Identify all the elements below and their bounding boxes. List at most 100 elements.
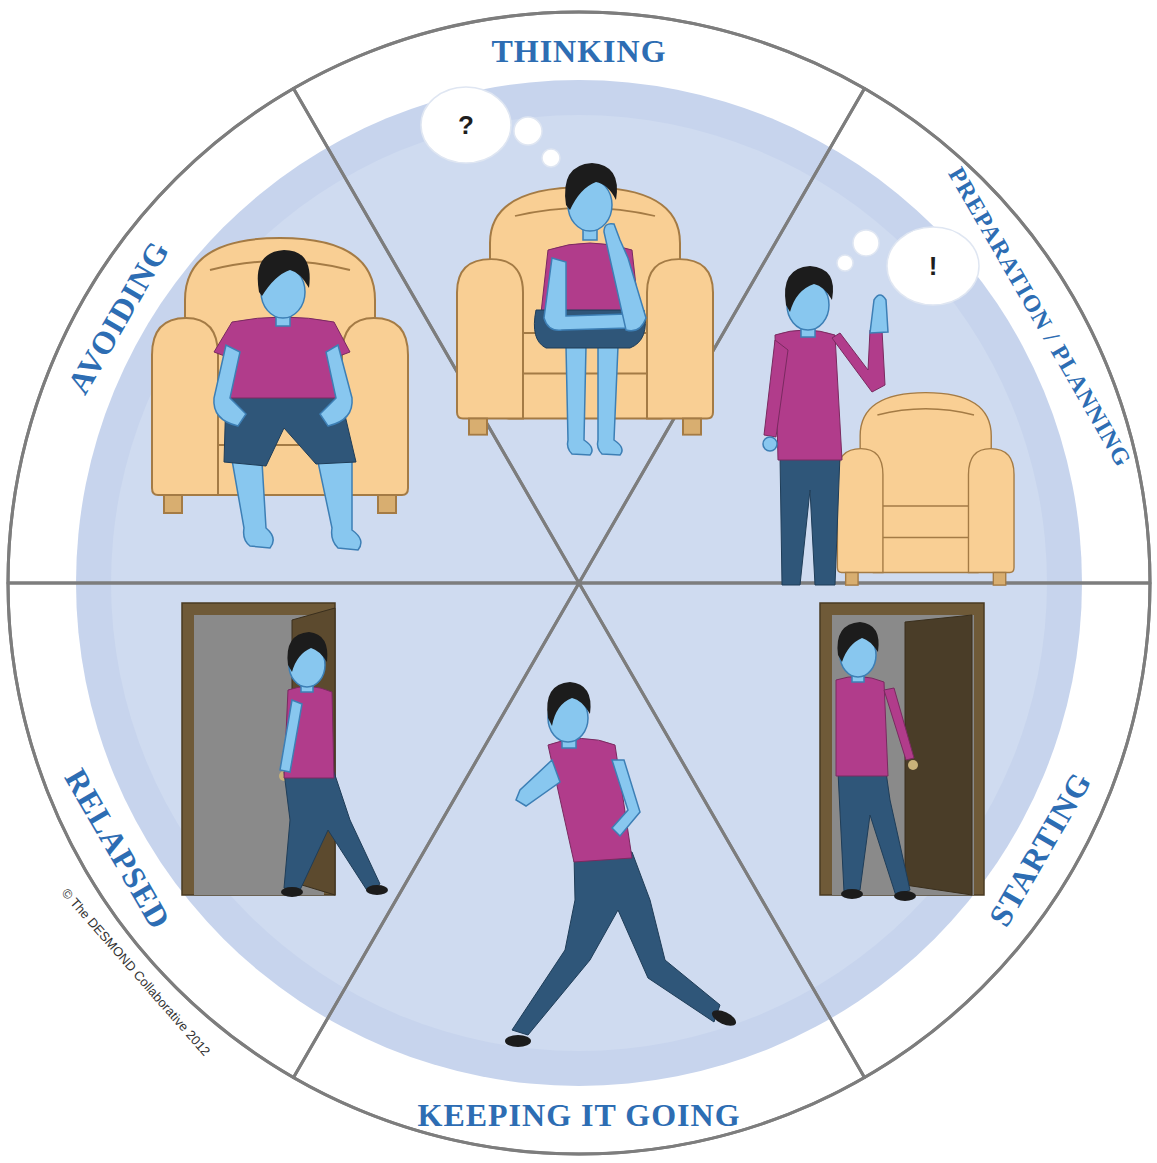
running-figure-part: [548, 739, 632, 863]
sector-shape: [294, 12, 865, 583]
running-figure-part-part: [548, 694, 588, 742]
thinking-figure: [457, 117, 713, 455]
thought-bubble: ?: [420, 86, 512, 164]
stage-label: AVOIDING: [62, 235, 175, 399]
planning-figure-part: [780, 455, 840, 585]
bubble-shape: [421, 87, 511, 163]
armchair: [837, 393, 1014, 585]
relapsed-figure-part: [287, 632, 327, 672]
thinking-figure-part: [566, 346, 622, 455]
avoiding-figure-part-part: [232, 460, 273, 548]
relapsed-figure-part: [284, 772, 380, 892]
thinking-figure-part-part: [568, 179, 612, 231]
avoiding-figure-part-part: [214, 345, 246, 426]
planning-figure-part: [763, 280, 888, 451]
bubble-outline: [886, 226, 980, 306]
running-figure-part: [547, 682, 590, 726]
avoiding-figure-part: [214, 317, 350, 398]
planning-figure-part-part: [787, 280, 829, 330]
thinking-figure-part-part: [544, 258, 628, 330]
thinking-figure-part-part: [566, 346, 592, 455]
avoiding-figure-part: [258, 250, 310, 296]
starting-figure-part: [894, 891, 916, 901]
planning-figure-part: [775, 330, 842, 460]
starting-figure-part: [884, 688, 914, 760]
relapsed-figure-part: [366, 885, 388, 895]
door-frame: [182, 603, 335, 895]
thinking-figure-part: [542, 149, 560, 167]
running-figure-part-part: [516, 760, 560, 806]
avoiding-figure-part-part: [318, 460, 361, 550]
starting-figure-part: [838, 772, 910, 896]
running-figure-part: [516, 694, 640, 836]
thinking-figure-part-part: [604, 224, 646, 331]
starting-figure-part-part: [852, 672, 864, 682]
thinking-figure-part-part: [583, 226, 597, 240]
stage-label: PREPARATION / PLANNING: [944, 163, 1135, 470]
avoiding-figure-part-part: [261, 266, 305, 318]
planning-figure: [763, 230, 1014, 585]
outer-circle: [8, 12, 1150, 1154]
avoiding-figure-part: [214, 266, 352, 426]
running-figure-part: [505, 1035, 531, 1047]
sector-shape: [579, 88, 1150, 583]
door-leaf: [905, 615, 972, 895]
stage-label: RELAPSED: [60, 764, 177, 935]
thinking-figure-part: [540, 243, 640, 322]
doorway: [194, 615, 324, 895]
thinking-figure-part: [565, 163, 617, 210]
inner-disk: [76, 80, 1082, 1086]
thinking-figure-part: [514, 117, 542, 145]
relapsed-figure-part: [279, 771, 289, 781]
planning-figure-part-part: [801, 325, 815, 337]
stage-label: THINKING: [491, 35, 666, 67]
relapsed-figure-part-part: [289, 643, 325, 687]
relapsed-figure-part-part: [280, 700, 302, 772]
running-figure-part-part: [612, 760, 640, 836]
running-figure-part: [710, 1007, 739, 1029]
avoiding-figure-part-part: [320, 345, 352, 426]
planning-figure-part: [853, 230, 879, 256]
planning-figure-part: [837, 255, 853, 271]
planning-figure-part: [785, 266, 833, 312]
starting-figure-part: [908, 760, 918, 770]
relapsed-figure: [182, 603, 388, 897]
thinking-figure-part: [534, 310, 645, 348]
armchair: [152, 238, 408, 513]
thinking-figure-part-part: [598, 346, 623, 455]
starting-figure-part: [836, 676, 888, 776]
starting-figure-part: [841, 889, 863, 899]
planning-figure-part: [832, 330, 885, 392]
sector-shape: [8, 583, 579, 1078]
stage-label: STARTING: [983, 767, 1097, 932]
armchair: [457, 187, 713, 435]
bubble-outline: [420, 86, 512, 164]
starting-figure: [820, 603, 984, 901]
running-figure-part: [512, 852, 720, 1035]
copyright-note: © The DESMOND Collaborative 2012: [59, 886, 212, 1058]
avoiding-figure: [152, 238, 408, 550]
bubble-shape: [887, 227, 979, 305]
relapsed-figure-part: [284, 686, 334, 778]
doorway: [832, 615, 974, 895]
relapsed-figure-part-part: [301, 682, 313, 692]
running-figure: [505, 682, 738, 1047]
planning-figure-part-part: [763, 437, 777, 451]
thinking-figure-part: [544, 179, 646, 331]
stage-label: KEEPING IT GOING: [417, 1099, 740, 1131]
